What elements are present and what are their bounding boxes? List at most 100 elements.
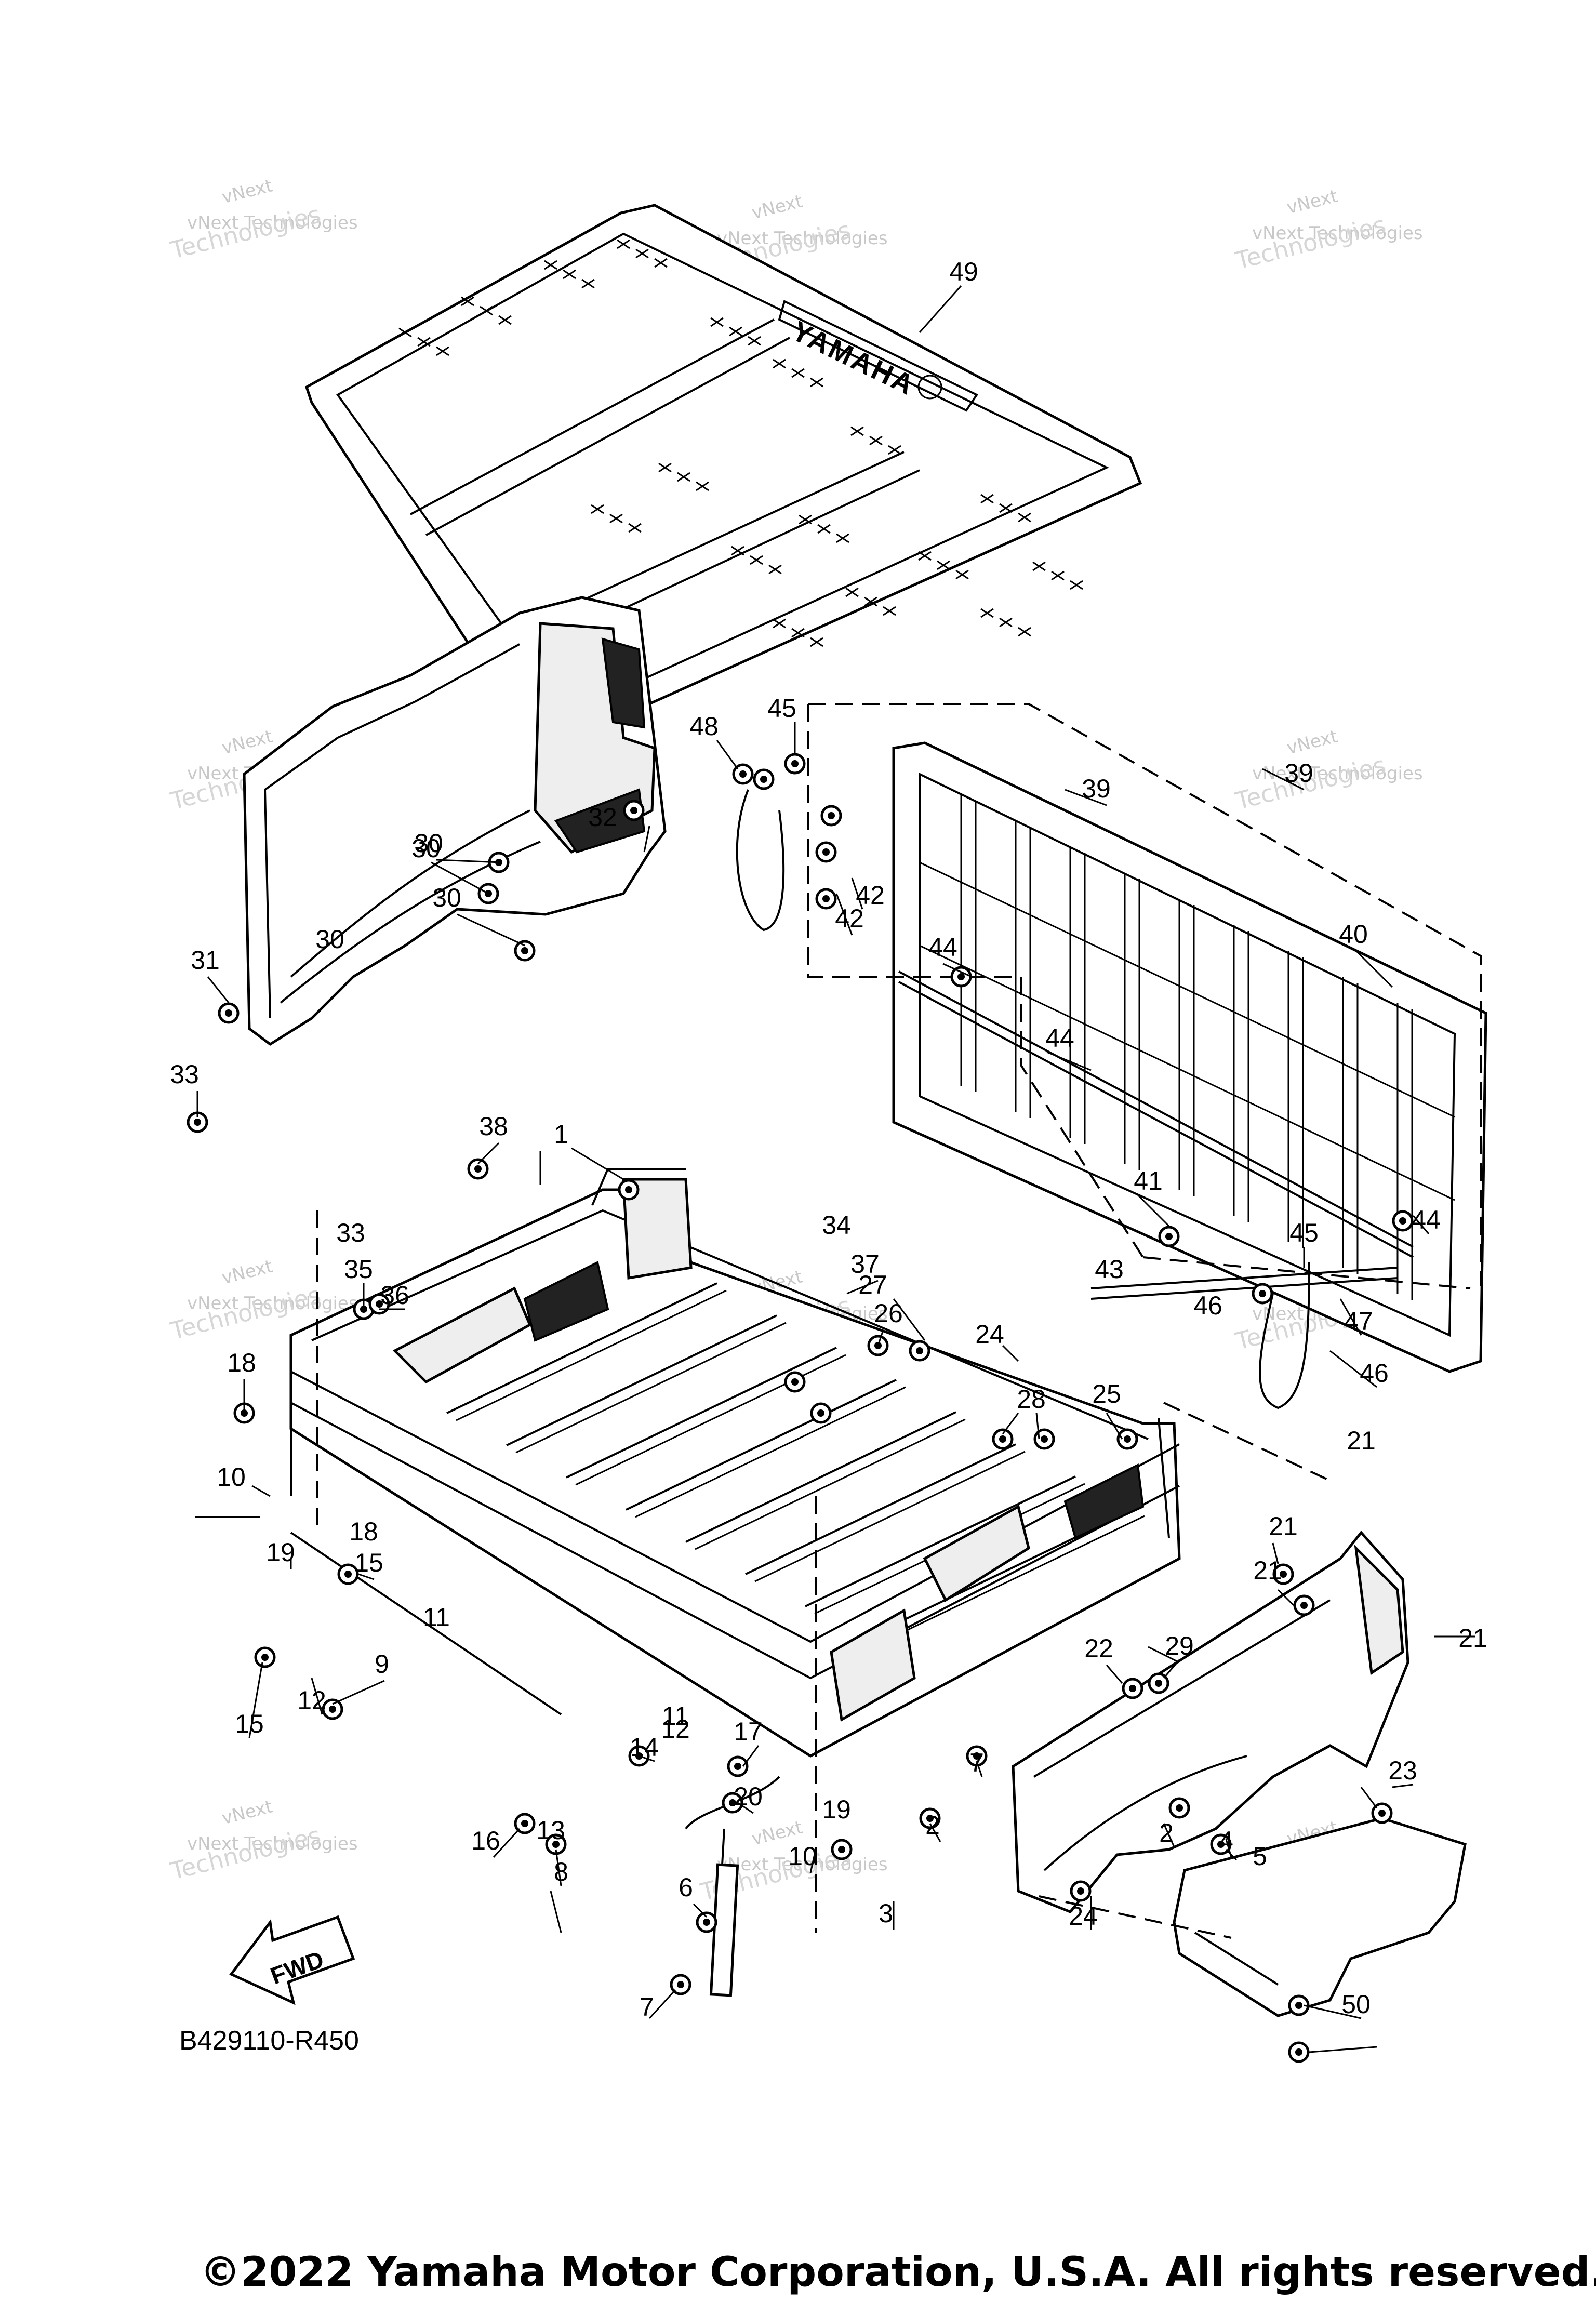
tailgate xyxy=(892,741,1487,1373)
callout-29: 29 xyxy=(1165,1631,1194,1660)
callout-21: 21 xyxy=(1347,1426,1376,1455)
callout-7: 7 xyxy=(969,1748,984,1777)
left-side-panel xyxy=(243,596,667,1046)
callout-8: 8 xyxy=(554,1857,568,1886)
callout-30: 30 xyxy=(414,829,443,858)
callout-36: 36 xyxy=(380,1281,409,1310)
callout-5: 5 xyxy=(1253,1842,1267,1871)
svg-text:vNext: vNext xyxy=(220,175,275,208)
callout-15: 15 xyxy=(235,1709,264,1738)
svg-text:vNext: vNext xyxy=(220,1796,275,1829)
callout-42: 42 xyxy=(835,904,864,933)
callout-20: 20 xyxy=(734,1782,763,1811)
callout-50: 50 xyxy=(1341,1990,1371,2019)
callout-32: 32 xyxy=(588,803,617,832)
svg-text:Technologies: Technologies xyxy=(1232,210,1389,275)
rods-and-cables xyxy=(195,789,1414,1830)
cargo-mat: YAMAHA xyxy=(304,204,1142,739)
callout-16: 16 xyxy=(471,1826,500,1855)
svg-text:vNext Technologies: vNext Technologies xyxy=(187,1833,358,1854)
callout-2: 2 xyxy=(925,1811,940,1840)
callout-7: 7 xyxy=(640,1992,654,2021)
callout-30: 30 xyxy=(315,925,344,954)
callout-47: 47 xyxy=(1344,1307,1373,1336)
svg-text:Technologies: Technologies xyxy=(167,1821,324,1885)
callout-10: 10 xyxy=(217,1462,246,1492)
callout-9: 9 xyxy=(375,1649,389,1679)
callout-26: 26 xyxy=(874,1299,903,1328)
diagram-code: B429110-R450 xyxy=(179,2026,359,2056)
callout-42: 42 xyxy=(856,881,885,910)
callout-41: 41 xyxy=(1134,1166,1163,1195)
callout-10: 10 xyxy=(788,1842,817,1871)
callout-21: 21 xyxy=(1458,1624,1487,1653)
svg-text:vNext Technologies: vNext Technologies xyxy=(187,1293,358,1314)
callout-17: 17 xyxy=(734,1717,763,1746)
svg-text:vNext: vNext xyxy=(220,1256,275,1288)
callout-23: 23 xyxy=(1388,1756,1417,1785)
svg-text:vNext: vNext xyxy=(220,726,275,759)
callout-4: 4 xyxy=(1219,1826,1233,1855)
callout-40: 40 xyxy=(1339,920,1368,949)
callout-34: 34 xyxy=(822,1210,851,1240)
callout-39: 39 xyxy=(1082,774,1111,803)
callout-6: 6 xyxy=(679,1873,693,1902)
svg-text:vNext Technologies: vNext Technologies xyxy=(717,1854,888,1875)
right-side-panel xyxy=(1012,1531,1409,1914)
callout-33: 33 xyxy=(170,1060,199,1089)
callout-19: 19 xyxy=(266,1538,295,1567)
gas-strut xyxy=(709,1828,739,1997)
callout-43: 43 xyxy=(1095,1255,1124,1284)
skid-plate xyxy=(1173,1817,1467,2017)
callout-13: 13 xyxy=(536,1816,565,1845)
svg-text:vNext: vNext xyxy=(750,191,805,223)
callout-45: 45 xyxy=(1289,1218,1319,1247)
callout-11: 11 xyxy=(423,1603,450,1632)
callout-1: 1 xyxy=(554,1120,568,1149)
callout-46: 46 xyxy=(1360,1359,1389,1388)
callout-21: 21 xyxy=(1253,1556,1282,1585)
svg-text:vNext: vNext xyxy=(1285,185,1340,218)
callout-22: 22 xyxy=(1084,1634,1113,1663)
callout-3: 3 xyxy=(879,1899,893,1928)
callout-28: 28 xyxy=(1017,1385,1046,1414)
callout-39: 39 xyxy=(1284,759,1313,788)
callout-19: 19 xyxy=(822,1795,851,1824)
callout-14: 14 xyxy=(630,1733,659,1762)
callout-12: 12 xyxy=(297,1686,326,1715)
callout-37: 37 xyxy=(850,1249,880,1279)
callout-24: 24 xyxy=(975,1320,1004,1349)
callout-15: 15 xyxy=(354,1548,383,1577)
dashed-outlines xyxy=(316,703,1482,1939)
svg-text:vNext: vNext xyxy=(1285,726,1340,759)
callout-12: 12 xyxy=(661,1714,690,1744)
callout-38: 38 xyxy=(479,1112,508,1141)
callout-35: 35 xyxy=(344,1255,373,1284)
fwd-arrow: FWD xyxy=(229,1915,355,2005)
callout-25: 25 xyxy=(1092,1379,1121,1408)
callout-48: 48 xyxy=(689,712,719,741)
callout-44: 44 xyxy=(1045,1023,1074,1053)
svg-text:vNext Technologies: vNext Technologies xyxy=(1252,763,1423,784)
callout-44: 44 xyxy=(928,933,957,962)
svg-text:vNext Technologies: vNext Technologies xyxy=(717,228,888,249)
callout-30: 30 xyxy=(411,834,441,863)
callout-18: 18 xyxy=(349,1517,378,1546)
callout-45: 45 xyxy=(767,694,796,723)
cargo-bed-frame xyxy=(289,1168,1181,1758)
copyright-notice: ©2022 Yamaha Motor Corporation, U.S.A. A… xyxy=(200,2249,1596,2296)
callout-27: 27 xyxy=(858,1270,887,1299)
svg-text:vNext Technologies: vNext Technologies xyxy=(187,212,358,233)
svg-text:vNext Technologies: vNext Technologies xyxy=(1252,223,1423,244)
callout-44: 44 xyxy=(1412,1205,1441,1234)
callout-24: 24 xyxy=(1069,1901,1098,1931)
callout-18: 18 xyxy=(227,1348,256,1377)
callout-30: 30 xyxy=(432,883,461,912)
callout-33: 33 xyxy=(336,1218,365,1247)
callout-49: 49 xyxy=(949,257,978,286)
svg-text:Technologies: Technologies xyxy=(167,200,324,264)
callout-31: 31 xyxy=(191,946,220,975)
leader-lines xyxy=(196,285,1475,2053)
